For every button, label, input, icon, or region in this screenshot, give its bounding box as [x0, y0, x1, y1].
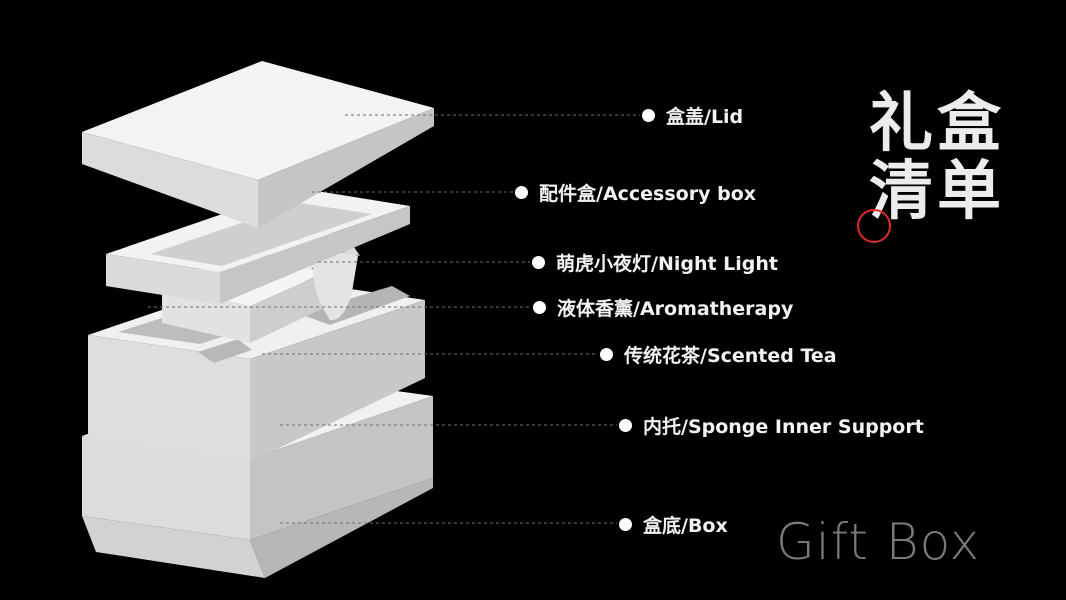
label-accessory-box: 配件盒/Accessory box [515, 180, 756, 204]
bullet-dot-icon [642, 109, 655, 122]
bullet-dot-icon [515, 186, 528, 199]
label-aromatherapy-text: 液体香薰/Aromatherapy [557, 294, 793, 321]
accent-circle-icon [857, 209, 891, 243]
bullet-dot-icon [600, 348, 613, 361]
bullet-dot-icon [533, 301, 546, 314]
label-scented-tea: 传统花茶/Scented Tea [600, 342, 837, 366]
label-inner-support: 内托/Sponge Inner Support [619, 413, 924, 437]
label-lid-text: 盒盖/Lid [666, 102, 743, 129]
bullet-dot-icon [532, 256, 545, 269]
label-box: 盒底/Box [619, 512, 728, 536]
label-lid: 盒盖/Lid [642, 103, 743, 127]
label-scented-tea-text: 传统花茶/Scented Tea [624, 341, 837, 368]
bullet-dot-icon [619, 419, 632, 432]
title-char: 盒 [936, 92, 1002, 156]
label-night-light: 萌虎小夜灯/Night Light [532, 250, 778, 274]
label-inner-support-text: 内托/Sponge Inner Support [643, 412, 924, 439]
label-accessory-box-text: 配件盒/Accessory box [539, 179, 756, 206]
label-night-light-text: 萌虎小夜灯/Night Light [556, 249, 778, 276]
bullet-dot-icon [619, 518, 632, 531]
label-aromatherapy: 液体香薰/Aromatherapy [533, 295, 793, 319]
title-char: 单 [936, 160, 1002, 224]
title-char: 礼 [868, 92, 934, 156]
subtitle-gift-box: Gift Box [776, 512, 980, 572]
label-box-text: 盒底/Box [643, 511, 728, 538]
